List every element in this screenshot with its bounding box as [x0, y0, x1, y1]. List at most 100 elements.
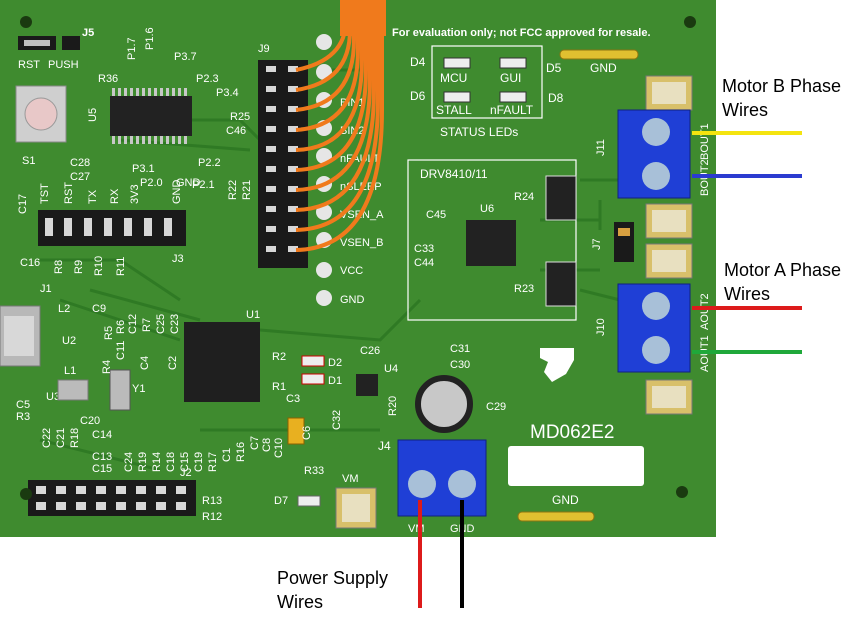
status-leds-box — [431, 45, 543, 119]
svg-text:R33: R33 — [304, 465, 324, 477]
svg-text:P3.7: P3.7 — [174, 51, 197, 63]
svg-text:J1: J1 — [40, 283, 52, 295]
svg-text:R14: R14 — [151, 452, 163, 472]
drv-box — [407, 159, 577, 321]
svg-text:C19: C19 — [193, 452, 205, 472]
svg-text:C8: C8 — [261, 438, 273, 452]
push-label: PUSH — [48, 59, 79, 71]
svg-text:P2.3: P2.3 — [196, 73, 219, 85]
svg-text:J10: J10 — [595, 318, 607, 336]
svg-text:R4: R4 — [101, 360, 113, 374]
status-title: STATUS LEDs — [440, 125, 518, 139]
svg-text:D1: D1 — [328, 375, 342, 387]
svg-text:D2: D2 — [328, 357, 342, 369]
svg-text:C32: C32 — [331, 410, 343, 430]
svg-text:C45: C45 — [426, 209, 446, 221]
svg-text:GND: GND — [552, 493, 579, 507]
r24-resistor — [545, 175, 577, 221]
svg-text:R9: R9 — [73, 260, 85, 274]
svg-text:R10: R10 — [93, 256, 105, 276]
svg-text:C6: C6 — [301, 426, 313, 440]
svg-text:P3.4: P3.4 — [216, 87, 239, 99]
svg-text:R5: R5 — [103, 326, 115, 340]
svg-text:C1: C1 — [221, 448, 233, 462]
svg-text:J4: J4 — [378, 439, 391, 453]
svg-text:C4: C4 — [139, 356, 151, 370]
svg-text:R25: R25 — [230, 111, 250, 123]
svg-text:C26: C26 — [360, 345, 380, 357]
svg-text:VM: VM — [342, 473, 359, 485]
svg-text:C25: C25 — [155, 314, 167, 334]
gnd-bar-bottom — [517, 511, 595, 522]
svg-text:C2: C2 — [167, 356, 179, 370]
svg-text:C17: C17 — [17, 194, 29, 214]
svg-text:R24: R24 — [514, 191, 534, 203]
svg-text:D8: D8 — [548, 91, 564, 105]
svg-text:GND: GND — [171, 180, 183, 205]
svg-text:P2.1: P2.1 — [192, 179, 215, 191]
svg-text:3V3: 3V3 — [129, 184, 141, 204]
svg-text:U5: U5 — [87, 108, 99, 122]
svg-text:GND: GND — [340, 294, 365, 306]
eval-notice: For evaluation only; not FCC approved fo… — [392, 27, 651, 39]
svg-text:C23: C23 — [169, 314, 181, 334]
svg-text:STALL: STALL — [436, 103, 472, 117]
svg-text:R13: R13 — [202, 495, 222, 507]
u6-chip — [466, 220, 516, 266]
svg-text:C13: C13 — [92, 451, 112, 463]
svg-text:D7: D7 — [274, 495, 288, 507]
svg-text:C30: C30 — [450, 359, 470, 371]
svg-text:GND: GND — [590, 61, 617, 75]
svg-text:J2: J2 — [180, 467, 192, 479]
svg-text:C44: C44 — [414, 257, 434, 269]
svg-text:R19: R19 — [137, 452, 149, 472]
svg-text:J3: J3 — [172, 253, 184, 265]
svg-text:R22: R22 — [227, 180, 239, 200]
svg-text:VCC: VCC — [340, 265, 363, 277]
svg-text:GND: GND — [176, 177, 201, 189]
svg-text:BOUT1: BOUT1 — [699, 123, 711, 160]
svg-text:C29: C29 — [486, 401, 506, 413]
svg-text:J11: J11 — [595, 139, 607, 156]
svg-text:P2.2: P2.2 — [198, 157, 221, 169]
u1-chip — [184, 322, 260, 402]
u5-chip — [110, 96, 192, 136]
svg-text:TST: TST — [39, 183, 51, 204]
svg-text:R36: R36 — [98, 73, 118, 85]
svg-text:U4: U4 — [384, 363, 398, 375]
svg-text:GUI: GUI — [500, 71, 521, 85]
svg-text:J7: J7 — [591, 238, 603, 250]
svg-text:C46: C46 — [226, 125, 246, 137]
svg-text:R23: R23 — [514, 283, 534, 295]
svg-text:R20: R20 — [387, 396, 399, 416]
svg-text:U6: U6 — [480, 203, 494, 215]
driver-label: DRV8410/11 — [420, 167, 488, 181]
svg-text:C3: C3 — [286, 393, 300, 405]
svg-text:C24: C24 — [123, 452, 135, 472]
j2-header — [28, 480, 196, 516]
motor-b-annotation: Motor B Phase Wires — [722, 76, 842, 120]
svg-text:TX: TX — [87, 189, 99, 204]
svg-text:D4: D4 — [410, 55, 426, 69]
svg-text:P3.1: P3.1 — [132, 163, 155, 175]
svg-text:D5: D5 — [546, 61, 562, 75]
svg-text:U1: U1 — [246, 309, 260, 321]
svg-text:S1: S1 — [22, 155, 35, 167]
svg-text:U3: U3 — [46, 391, 60, 403]
svg-text:L2: L2 — [58, 303, 70, 315]
svg-text:J9: J9 — [258, 43, 270, 55]
svg-text:R21: R21 — [241, 180, 253, 200]
svg-text:MCU: MCU — [440, 71, 467, 85]
svg-text:R11: R11 — [115, 257, 127, 276]
svg-text:nFAULT: nFAULT — [490, 103, 534, 117]
svg-text:RST: RST — [63, 182, 75, 204]
svg-text:P1.7: P1.7 — [126, 37, 138, 60]
svg-text:C31: C31 — [450, 343, 470, 355]
svg-text:C21: C21 — [55, 428, 67, 448]
svg-text:C5: C5 — [16, 399, 30, 411]
svg-text:C12: C12 — [127, 314, 139, 334]
svg-text:C22: C22 — [41, 428, 53, 448]
svg-text:P1.6: P1.6 — [144, 27, 156, 50]
svg-text:Y1: Y1 — [132, 383, 145, 395]
